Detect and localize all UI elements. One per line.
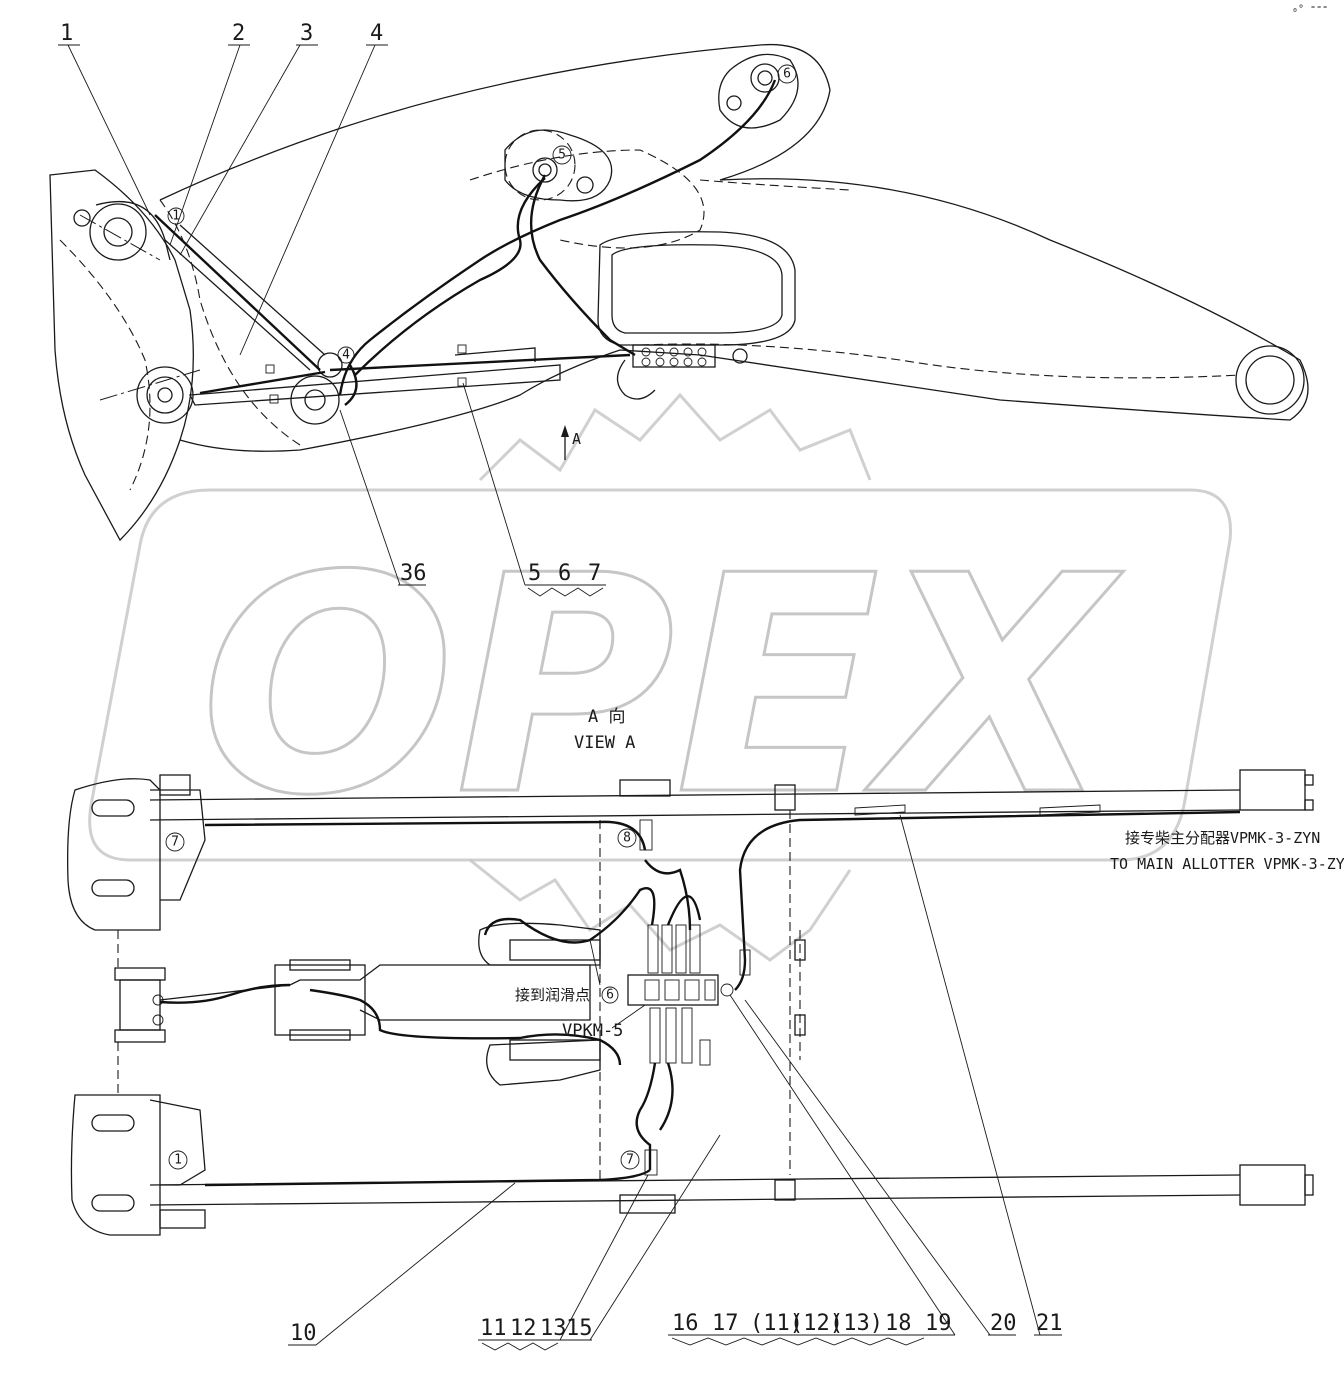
- svg-text:15: 15: [566, 1316, 593, 1341]
- distributor-fittings: [647, 924, 711, 1066]
- callout-4: 4: [239, 21, 388, 356]
- view-a-marker-7-lower: 7: [620, 1150, 640, 1170]
- vpkm5-label: VPKM-5: [562, 1021, 623, 1041]
- view-a-title-en: VIEW A: [574, 733, 635, 753]
- svg-text:(11): (11): [750, 1311, 803, 1336]
- callout-10: 10: [288, 1182, 516, 1346]
- view-a-marker-7-upper: 7: [165, 832, 185, 852]
- svg-text:6: 6: [558, 561, 571, 586]
- lube-point-marker-6: 6: [777, 64, 797, 84]
- svg-text:8: 8: [623, 831, 631, 846]
- lube-point-marker-5: 5: [552, 145, 572, 165]
- opex-watermark: OPEX: [88, 392, 1232, 962]
- callout-16-19: 16 17 (11) (12) (13) 18 19: [668, 994, 956, 1346]
- callout-36: 36: [339, 409, 427, 586]
- callout-5-6-7: 5 6 7: [462, 382, 606, 597]
- svg-text:7: 7: [626, 1153, 634, 1168]
- svg-text:18: 18: [885, 1311, 912, 1336]
- svg-text:17: 17: [712, 1311, 739, 1336]
- svg-text:6: 6: [783, 67, 791, 82]
- top-distributor-ports: [641, 347, 707, 367]
- svg-text:(12): (12): [790, 1311, 843, 1336]
- svg-text:5: 5: [528, 561, 541, 586]
- svg-text:4: 4: [342, 348, 350, 363]
- svg-text:20: 20: [990, 1311, 1017, 1336]
- main-allotter-en-label: TO MAIN ALLOTTER VPMK-3-ZYN: [1110, 855, 1344, 873]
- callout-21: 21: [899, 814, 1063, 1336]
- svg-text:2: 2: [232, 21, 245, 46]
- connect-lube-point-label: 接到润滑点: [515, 986, 590, 1004]
- svg-text:6: 6: [606, 988, 614, 1003]
- view-a-title-cn: A 向: [588, 707, 625, 727]
- view-arrow-label: A: [572, 430, 581, 448]
- bottom-callouts: 10 11 12 13 15 16 17 (11) (12) (13) 18 1…: [288, 814, 1063, 1351]
- callout-1: 1: [58, 21, 151, 216]
- svg-text:12: 12: [510, 1316, 537, 1341]
- view-a-assembly: A 向 VIEW A: [66, 707, 1344, 1236]
- svg-text:7: 7: [588, 561, 601, 586]
- svg-text:7: 7: [171, 835, 179, 850]
- lube-point-marker-1: 1: [167, 207, 185, 225]
- svg-text:1: 1: [60, 21, 73, 46]
- svg-text:4: 4: [370, 21, 383, 46]
- svg-text:3: 3: [300, 21, 313, 46]
- connect-lube-point-marker-6: 6: [601, 986, 619, 1004]
- svg-text:5: 5: [558, 148, 566, 163]
- callout-20: 20: [744, 999, 1017, 1336]
- svg-text:1: 1: [174, 1153, 182, 1168]
- svg-text:10: 10: [290, 1321, 317, 1346]
- side-view-assembly: A 1 4 5 6 1 2 3: [49, 21, 1309, 597]
- svg-text:(13): (13): [830, 1311, 883, 1336]
- watermark-text: OPEX: [200, 512, 1124, 861]
- callout-2: 2: [169, 21, 250, 246]
- callout-11-12-13-15: 11 12 13 15: [478, 1134, 721, 1351]
- svg-text:21: 21: [1036, 1311, 1063, 1336]
- corner-mark: ₀° ⁼⁼⁼: [1292, 4, 1328, 15]
- svg-text:36: 36: [400, 561, 427, 586]
- svg-text:13: 13: [540, 1316, 567, 1341]
- view-a-marker-8: 8: [617, 828, 637, 848]
- main-allotter-cn-label: 接专柴主分配器VPMK-3-ZYN: [1125, 829, 1320, 847]
- svg-text:16: 16: [672, 1311, 699, 1336]
- callout-3: 3: [179, 21, 318, 256]
- vpkm5-distributor: [627, 974, 719, 1006]
- svg-text:1: 1: [172, 209, 180, 224]
- svg-text:11: 11: [480, 1316, 507, 1341]
- lube-point-marker-4: 4: [337, 346, 355, 364]
- view-a-marker-1: 1: [168, 1150, 188, 1170]
